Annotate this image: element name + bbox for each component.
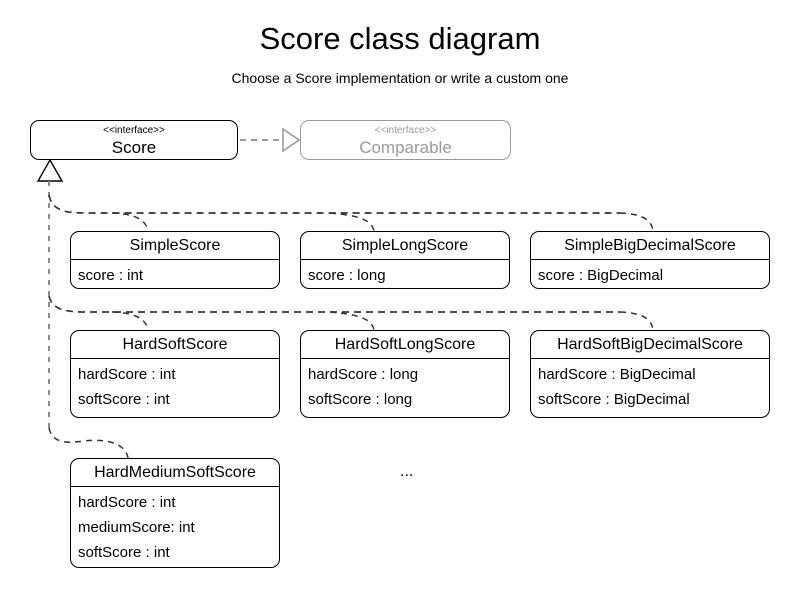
class-attribute: score : long [308,267,386,284]
class-simple-long-score[interactable]: SimpleLongScore score : long [300,231,510,289]
class-simple-long-score-attributes: score : long [301,260,509,288]
branch-to-hard-soft-big-decimal-score [619,311,654,331]
interface-comparable-stereotype: <<interface>> [374,125,437,136]
class-hard-soft-long-score-attributes: hardScore : long softScore : long [301,359,509,412]
class-attribute: hardScore : BigDecimal [538,366,696,383]
branch-to-hard-soft-long-score [329,311,375,331]
class-hard-soft-big-decimal-score-title: HardSoftBigDecimalScore [531,331,769,359]
class-simple-big-decimal-score-title: SimpleBigDecimalScore [531,232,769,260]
class-hard-medium-soft-score[interactable]: HardMediumSoftScore hardScore : int medi… [70,458,280,568]
branch-to-simple-big-decimal-score [619,212,654,232]
class-attribute: hardScore : int [78,366,176,383]
class-simple-score-title: SimpleScore [71,232,279,260]
class-hard-medium-soft-score-title: HardMediumSoftScore [71,459,279,487]
class-simple-score-attributes: score : int [71,260,279,288]
class-attribute: hardScore : long [308,366,419,383]
class-attribute: score : BigDecimal [538,267,664,284]
interface-score-stereotype: <<interface>> [103,125,165,136]
branch-to-hard-soft-score [111,311,149,331]
branch-to-simple-long-score [329,212,375,232]
class-hard-medium-soft-score-attributes: hardScore : int mediumScore: int softSco… [71,487,279,565]
inheritance-triangle [36,158,64,182]
class-simple-score[interactable]: SimpleScore score : int [70,231,280,289]
interface-score[interactable]: <<interface>> Score [30,120,238,160]
class-hard-soft-score[interactable]: HardSoftScore hardScore : int softScore … [70,330,280,418]
realization-score-comparable [240,127,301,153]
interface-score-name: Score [111,138,157,157]
class-hard-soft-long-score-title: HardSoftLongScore [301,331,509,359]
class-hard-soft-big-decimal-score-attributes: hardScore : BigDecimal softScore : BigDe… [531,359,769,412]
class-simple-big-decimal-score[interactable]: SimpleBigDecimalScore score : BigDecimal [530,231,770,289]
class-attribute: mediumScore: int [78,519,195,536]
class-hard-soft-long-score[interactable]: HardSoftLongScore hardScore : long softS… [300,330,510,418]
branch-row2-spine [48,295,620,313]
class-attribute: hardScore : int [78,494,176,511]
class-attribute: softScore : long [308,391,413,408]
class-attribute: score : int [78,267,144,284]
page-title: Score class diagram [259,21,541,56]
class-hard-soft-score-attributes: hardScore : int softScore : int [71,359,279,412]
class-attribute: softScore : int [78,391,170,408]
branch-to-simple-score [111,212,149,232]
class-hard-soft-big-decimal-score[interactable]: HardSoftBigDecimalScore hardScore : BigD… [530,330,770,418]
class-attribute: softScore : BigDecimal [538,391,690,408]
class-simple-big-decimal-score-attributes: score : BigDecimal [531,260,769,288]
interface-comparable[interactable]: <<interface>> Comparable [300,120,511,160]
branch-to-hard-medium-soft-score [48,427,129,459]
interface-comparable-name: Comparable [359,138,452,157]
class-simple-long-score-title: SimpleLongScore [301,232,509,260]
branch-row1-spine [48,194,620,214]
class-hard-soft-score-title: HardSoftScore [71,331,279,359]
more-classes-ellipsis: ... [400,463,414,480]
class-attribute: softScore : int [78,544,170,561]
page-subtitle: Choose a Score implementation or write a… [231,70,569,86]
